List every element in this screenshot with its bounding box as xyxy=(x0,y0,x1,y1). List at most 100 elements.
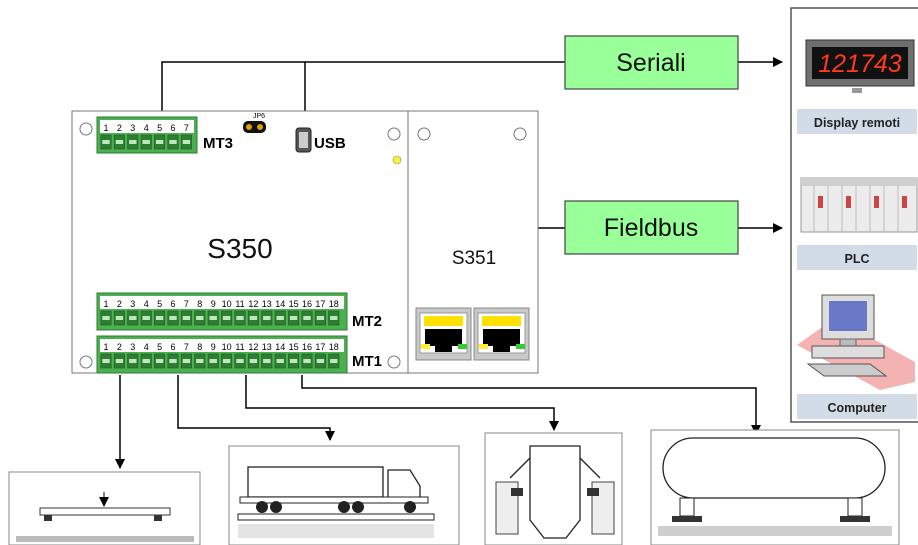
mt2-screw-slot xyxy=(330,316,338,320)
mt2-pin-number: 7 xyxy=(184,299,189,309)
mt1-screw-slot xyxy=(330,359,338,363)
usb-label: USB xyxy=(314,135,346,152)
wiring xyxy=(115,57,783,469)
mt1-pin-number: 5 xyxy=(157,342,162,352)
ethernet-port-1 xyxy=(415,307,472,361)
status-led xyxy=(392,155,402,165)
mt2-pin-number: 14 xyxy=(275,299,285,309)
mt3-screw-slot xyxy=(115,140,124,144)
board-label-s351: S351 xyxy=(452,248,496,269)
mt2-pin-number: 3 xyxy=(130,299,135,309)
serial-label: Seriali xyxy=(616,49,685,77)
mt2-screw-slot xyxy=(169,316,177,320)
mt1-pin-number: 2 xyxy=(117,342,122,352)
mt2-pin-number: 12 xyxy=(248,299,258,309)
mt2-pin-number: 9 xyxy=(211,299,216,309)
mt1-pin-number: 9 xyxy=(211,342,216,352)
mt3-label: MT3 xyxy=(203,135,233,152)
mt2-screw-slot xyxy=(303,316,311,320)
mt1-pin-number: 3 xyxy=(130,342,135,352)
mt2-pin-number: 18 xyxy=(329,299,339,309)
mt1-pin-number: 14 xyxy=(275,342,285,352)
mt2-screw-slot xyxy=(222,316,231,320)
mount-hole xyxy=(79,355,93,369)
mount-hole xyxy=(387,127,401,141)
mt2-screw-slot xyxy=(263,316,271,320)
mt3-screw-slot xyxy=(129,140,137,144)
mt3-pin-number: 3 xyxy=(130,123,135,133)
mt1-screw-slot xyxy=(115,359,124,363)
mt3-screw-slot xyxy=(155,140,164,144)
mt2-pin-number: 11 xyxy=(235,299,244,309)
mt3-screw-slot xyxy=(142,140,150,144)
mt1-pin-number: 16 xyxy=(302,342,312,352)
mt3-pin-number: 4 xyxy=(144,123,149,133)
mt3-screw-slot xyxy=(182,140,191,144)
mt3-pin-number: 1 xyxy=(103,123,108,133)
serial-line xyxy=(161,61,306,128)
mt1-pin-number: 1 xyxy=(103,342,108,352)
mt2-pin-number: 1 xyxy=(103,299,108,309)
mt1-screw-slot xyxy=(182,359,191,363)
mt3-pin-number: 6 xyxy=(170,123,175,133)
mt2-pin-number: 6 xyxy=(170,299,175,309)
usb-connector: USB xyxy=(295,127,346,153)
fieldbus-box: Fieldbus xyxy=(564,200,739,255)
mt1-pin-number: 18 xyxy=(329,342,339,352)
mt1-pin-number: 8 xyxy=(197,342,202,352)
mt1-screw-slot xyxy=(142,359,150,363)
mount-hole xyxy=(79,122,93,136)
mt2-screw-slot xyxy=(142,316,150,320)
mount-hole xyxy=(387,355,401,369)
mt1-screw-slot xyxy=(169,359,177,363)
mt1-pin-number: 13 xyxy=(262,342,272,352)
wire-hopper xyxy=(245,375,559,431)
tank-scale-image xyxy=(650,429,900,545)
display-readout: 121743 xyxy=(818,50,902,78)
mt2-screw-slot xyxy=(155,316,164,320)
mt1-screw-slot xyxy=(303,359,311,363)
mt2-screw-slot xyxy=(182,316,191,320)
mt1-pin-number: 11 xyxy=(235,342,244,352)
mt2-pin-number: 17 xyxy=(315,299,325,309)
mt1-screw-slot xyxy=(102,359,110,363)
hopper-scale-image xyxy=(484,432,623,545)
mt1-pin-number: 10 xyxy=(222,342,232,352)
mt2-pin-number: 13 xyxy=(262,299,272,309)
serial-box: Seriali xyxy=(564,35,739,90)
remote-display-device: 121743 Display remoti xyxy=(797,39,917,134)
mt1-screw-slot xyxy=(263,359,271,363)
mt1-screw-slot xyxy=(209,359,217,363)
mt1-pin-number: 7 xyxy=(184,342,189,352)
mt2-screw-slot xyxy=(276,316,284,320)
mt2-pin-number: 16 xyxy=(302,299,312,309)
mount-hole xyxy=(513,127,527,141)
mt1-pin-number: 15 xyxy=(289,342,299,352)
platform-scale-image xyxy=(8,471,201,545)
mt1-screw-slot xyxy=(222,359,231,363)
mt3-pin-number: 7 xyxy=(184,123,189,133)
mt1-screw-slot xyxy=(249,359,258,363)
fieldbus-label: Fieldbus xyxy=(604,214,699,242)
mt2-pin-number: 5 xyxy=(157,299,162,309)
mt2-label: MT2 xyxy=(352,313,382,330)
mt1-pin-number: 4 xyxy=(144,342,149,352)
mt2-pin-number: 4 xyxy=(144,299,149,309)
mt3-pin-number: 5 xyxy=(157,123,162,133)
mt1-pin-number: 6 xyxy=(170,342,175,352)
display-label: Display remoti xyxy=(814,116,900,130)
mt2-pin-number: 15 xyxy=(289,299,299,309)
mt2-screw-slot xyxy=(102,316,110,320)
wire-tank xyxy=(301,375,761,435)
mt2-screw-slot xyxy=(249,316,258,320)
mt1-screw-slot xyxy=(236,359,244,363)
mt2-pin-number: 2 xyxy=(117,299,122,309)
mt1-screw-slot xyxy=(289,359,298,363)
mt1-screw-slot xyxy=(276,359,284,363)
mt3-screw-slot xyxy=(169,140,177,144)
board-label-s350: S350 xyxy=(207,233,272,264)
